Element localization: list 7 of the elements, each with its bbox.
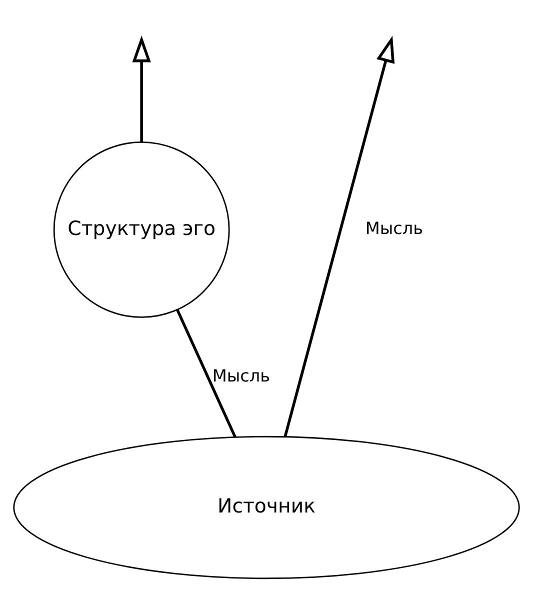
arrow — [132, 35, 151, 142]
edge-label: Мысль — [365, 218, 424, 238]
node-ellipse: Источник — [13, 435, 520, 579]
node-circle: Структура эго — [53, 140, 230, 318]
edge-label: Мысль — [212, 364, 270, 385]
arrow — [284, 35, 395, 437]
connector — [176, 308, 236, 438]
